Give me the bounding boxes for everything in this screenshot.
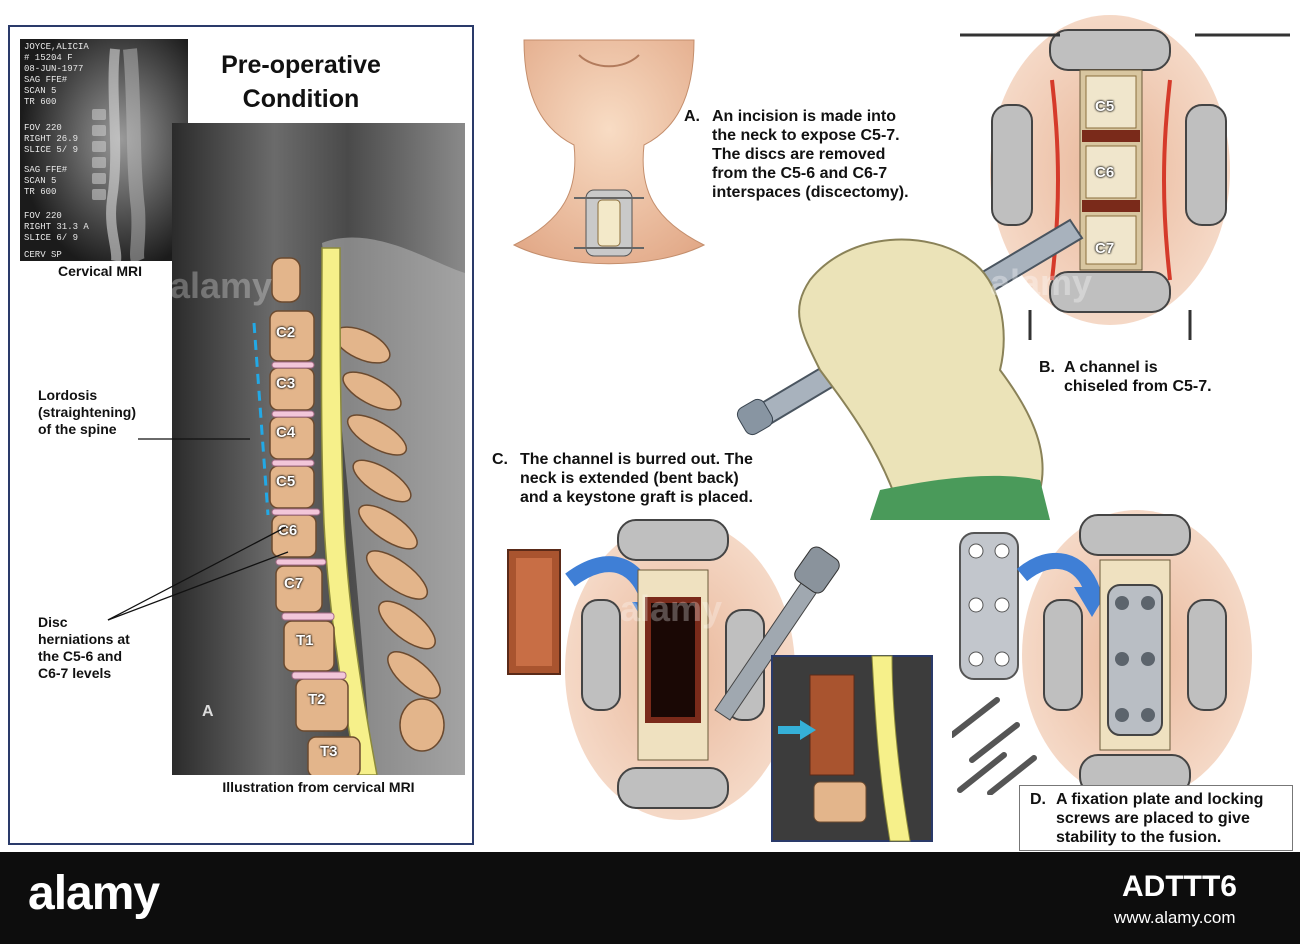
vertebra-label-t1: T1	[296, 632, 314, 649]
step-b-line2: chiseled from C5-7.	[1064, 378, 1212, 395]
step-c-line2: neck is extended (bent back)	[520, 470, 739, 487]
vertebra-label-c4: C4	[276, 424, 296, 441]
locking-screws	[952, 697, 1037, 795]
step-a-line3: The discs are removed	[712, 146, 886, 163]
step-d-letter: D.	[1030, 791, 1046, 808]
disc-label-line2: herniations at	[38, 631, 130, 647]
watermark-bar: alamy ADTTT6 www.alamy.com	[0, 852, 1300, 944]
lordosis-label-line1: Lordosis	[38, 387, 98, 403]
mri-image	[20, 39, 188, 261]
stock-watermark: alamy	[170, 265, 273, 306]
lordosis-line	[252, 322, 270, 516]
mri-text-line: SAG FFE#	[24, 165, 68, 175]
vertebra-label-c6: C6	[278, 522, 298, 539]
vertebra-label-c7-step-b: C7	[1095, 240, 1115, 257]
mri-caption: Cervical MRI	[57, 263, 143, 279]
mri-text-line: 08-JUN-1977	[24, 64, 84, 74]
lordosis-label-line2: (straightening)	[38, 404, 136, 420]
step-b-line1: A channel is	[1064, 359, 1158, 376]
disc-label-line3: the C5-6 and	[38, 648, 123, 664]
disc-label-line1: Disc	[38, 614, 68, 630]
step-d-line1: A fixation plate and locking	[1056, 791, 1264, 808]
chisel-illustration	[736, 15, 1290, 520]
disc-label-line4: C6-7 levels	[38, 665, 112, 681]
lordosis-label-line3: of the spine	[38, 421, 117, 437]
step-b-letter: B.	[1039, 359, 1055, 376]
vertebra-label-c5-step-b: C5	[1095, 98, 1115, 115]
mri-text-line: RIGHT 31.3 A	[24, 222, 89, 232]
mri-text-line: SLICE 5/ 9	[24, 145, 79, 155]
vertebra-label-c6-step-b: C6	[1095, 164, 1115, 181]
leader-lines	[107, 438, 289, 621]
stock-watermark: alamy	[620, 588, 723, 629]
mri-text-line: SAG FFE#	[24, 75, 68, 85]
fixation-plate-loose	[959, 532, 1019, 680]
mri-text-line: RIGHT 26.9	[24, 134, 79, 144]
watermark-brand: alamy	[28, 867, 160, 920]
burr-illustration	[507, 519, 933, 842]
step-a-line5: interspaces (discectomy).	[712, 184, 909, 201]
vertebra-label-c5: C5	[276, 473, 296, 490]
preop-title-line2: Condition	[242, 85, 360, 113]
mri-text-line: # 15204 F	[24, 53, 73, 63]
vertebra-label-t2: T2	[308, 691, 326, 708]
vertebra-label-t3: T3	[320, 743, 338, 760]
step-a-line1: An incision is made into	[712, 108, 897, 125]
vertebra-label-c7: C7	[284, 575, 304, 592]
mri-text-line: CERV SP	[24, 250, 62, 260]
watermark-code: ADTTT6	[1122, 870, 1237, 903]
mri-thumbnail: JOYCE,ALICIA # 15204 F 08-JUN-1977 SAG F…	[20, 39, 188, 261]
mri-marker: A	[202, 703, 214, 720]
step-a-line4: from the C5-6 and C6-7	[712, 165, 888, 182]
step-c-line1: The channel is burred out. The	[520, 451, 753, 468]
mri-text-line: SCAN 5	[24, 86, 57, 96]
stock-watermark: alamy	[990, 262, 1093, 303]
step-a-line2: the neck to expose C5-7.	[712, 127, 900, 144]
mri-text-line: TR 600	[24, 187, 57, 197]
vertebra-label-c3: C3	[276, 375, 296, 392]
watermark-url: www.alamy.com	[1114, 908, 1236, 927]
mri-text-line: TR 600	[24, 97, 57, 107]
plate-illustration	[952, 510, 1252, 795]
preop-title-line1: Pre-operative	[221, 51, 381, 79]
step-c-letter: C.	[492, 451, 508, 468]
spine-illustration: C2 C3 C4 C5 C6 C7 T1 T2 T3 A	[172, 123, 465, 775]
preop-panel: JOYCE,ALICIA # 15204 F 08-JUN-1977 SAG F…	[8, 25, 474, 845]
illustration-caption: Illustration from cervical MRI	[222, 779, 415, 795]
mri-text-line: FOV 220	[24, 123, 62, 133]
spine-drawing	[172, 123, 465, 775]
mri-text-line: SLICE 6/ 9	[24, 233, 79, 243]
step-d-line3: stability to the fusion.	[1056, 829, 1222, 846]
mri-text-line: FOV 220	[24, 211, 62, 221]
step-d-line2: screws are placed to give	[1056, 810, 1250, 827]
mri-text-line: JOYCE,ALICIA	[24, 42, 89, 52]
mri-text-line: SCAN 5	[24, 176, 57, 186]
fixation-plate-placed	[1107, 584, 1163, 736]
neck-illustration	[512, 39, 706, 265]
step-c-line3: and a keystone graft is placed.	[520, 489, 753, 506]
neck-retractor	[574, 189, 644, 257]
step-a-letter: A.	[684, 108, 700, 125]
step-d-caption-box: D. A fixation plate and locking screws a…	[1019, 785, 1293, 851]
vertebra-label-c2: C2	[276, 324, 296, 341]
